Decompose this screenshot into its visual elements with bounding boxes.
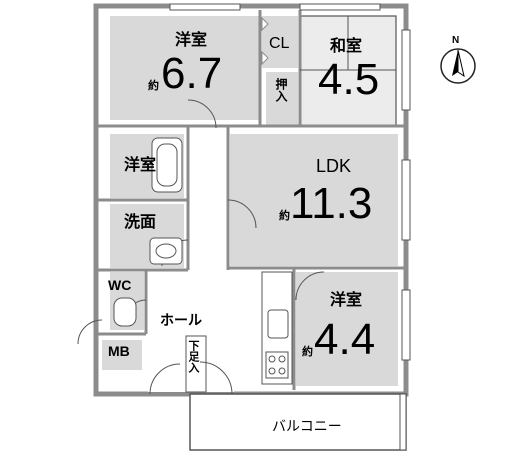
ldk-area: [230, 134, 398, 266]
ldk-name: LDK: [316, 156, 352, 176]
tatami-lines: [300, 16, 396, 71]
western3-area: [296, 272, 398, 386]
compass-icon: [440, 48, 476, 84]
balcony-rail: [399, 393, 407, 451]
shoebox-area: [185, 335, 207, 393]
western1-area: [110, 16, 260, 120]
oshiire-name: 押入: [274, 78, 288, 102]
western1-size: 6.7: [161, 49, 223, 98]
western1-name: 洋室: [175, 30, 208, 49]
compass-label: N: [452, 35, 460, 46]
shoebox-name: 下足入: [187, 340, 200, 373]
hall-name: ホール: [160, 313, 202, 329]
wc-name: WC: [108, 277, 132, 293]
closet-marks: [261, 16, 269, 66]
fixtures: [113, 137, 289, 379]
balcony-name: バルコニー: [272, 419, 342, 435]
mb-name: MB: [108, 343, 130, 359]
windows: [169, 3, 411, 361]
washroom-name: 洗面: [124, 212, 157, 231]
japanese-size: 4.5: [318, 55, 380, 104]
oshiire-area: [266, 72, 298, 126]
ldk-approx: 約: [279, 209, 290, 222]
japanese-name: 和室: [330, 36, 363, 55]
western3-name: 洋室: [330, 290, 363, 309]
western3-approx: 約: [302, 345, 313, 358]
western2-name: 洋室: [124, 155, 157, 174]
mb-area: [102, 340, 142, 370]
western3-size: 4.4: [314, 315, 376, 364]
interior-walls: [96, 10, 406, 390]
balcony-area: [189, 393, 407, 451]
closet-name: CL: [269, 35, 290, 52]
western1-approx: 約: [148, 79, 159, 92]
ldk-size: 11.3: [290, 179, 373, 228]
